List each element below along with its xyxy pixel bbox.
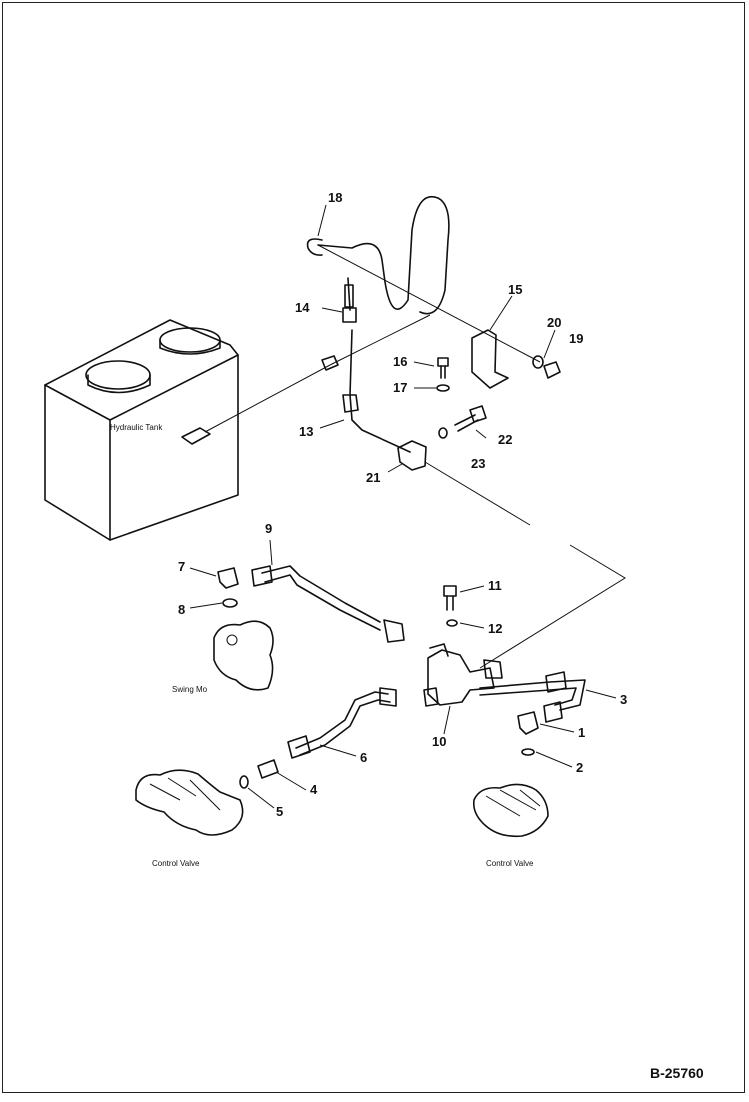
callout-15: 15 xyxy=(508,282,522,297)
callout-numbers: 18 14 15 20 19 16 17 13 22 23 21 9 7 8 1… xyxy=(178,190,627,819)
callout-1: 1 xyxy=(578,725,585,740)
label-swing-motor: Swing Mo xyxy=(172,685,208,694)
callout-23: 23 xyxy=(471,456,485,471)
callout-9: 9 xyxy=(265,521,272,536)
control-valve-right xyxy=(472,783,549,838)
swing-motor xyxy=(213,620,274,691)
callout-19: 19 xyxy=(569,331,583,346)
component-labels: Hydraulic Tank Swing Mo Control Valve Co… xyxy=(110,423,704,1081)
callout-4: 4 xyxy=(310,782,318,797)
callout-13: 13 xyxy=(299,424,313,439)
callout-16: 16 xyxy=(393,354,407,369)
control-valve-left xyxy=(135,769,244,836)
callout-2: 2 xyxy=(576,760,583,775)
callout-12: 12 xyxy=(488,621,502,636)
callout-21: 21 xyxy=(366,470,380,485)
tube-lines xyxy=(204,195,626,756)
callout-11: 11 xyxy=(488,578,502,593)
callout-14: 14 xyxy=(295,300,310,315)
fittings xyxy=(217,238,567,789)
hydraulic-tank xyxy=(44,319,239,541)
callout-20: 20 xyxy=(547,315,561,330)
callout-7: 7 xyxy=(178,559,185,574)
callout-10: 10 xyxy=(432,734,446,749)
callout-8: 8 xyxy=(178,602,185,617)
callout-5: 5 xyxy=(276,804,283,819)
callout-18: 18 xyxy=(328,190,342,205)
drawing-code: B-25760 xyxy=(650,1065,704,1081)
callout-6: 6 xyxy=(360,750,367,765)
label-control-valve-left: Control Valve xyxy=(152,859,200,868)
label-hydraulic-tank: Hydraulic Tank xyxy=(110,423,163,432)
callout-22: 22 xyxy=(498,432,512,447)
callout-17: 17 xyxy=(393,380,407,395)
leader-lines xyxy=(189,204,617,809)
label-control-valve-right: Control Valve xyxy=(486,859,534,868)
callout-3: 3 xyxy=(620,692,627,707)
